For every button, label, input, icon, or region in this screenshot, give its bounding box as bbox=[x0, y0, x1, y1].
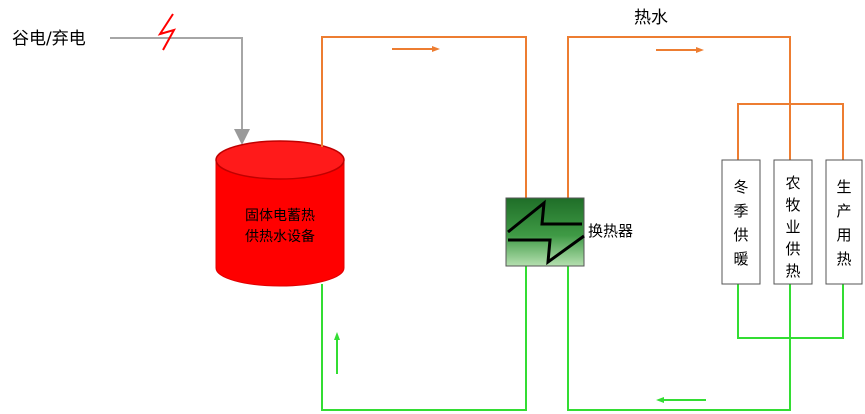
hot-pipe-manifold bbox=[737, 103, 844, 160]
heat-exchanger bbox=[505, 197, 585, 267]
consumer-agri-heating: 农 牧 业 供 热 bbox=[773, 159, 813, 285]
consumer-production-heat: 生 产 用 热 bbox=[825, 159, 863, 285]
flow-arrow-cold-2 bbox=[656, 397, 706, 403]
consumer-char: 供 bbox=[785, 240, 800, 258]
lightning-icon bbox=[157, 13, 177, 51]
consumer-char: 牧 bbox=[785, 196, 800, 214]
hot-pipe-left bbox=[321, 36, 527, 198]
flow-arrow-cold-1 bbox=[334, 332, 340, 374]
thermal-storage-tank bbox=[215, 140, 345, 287]
consumer-char: 暖 bbox=[733, 250, 748, 268]
cold-pipe-left bbox=[321, 266, 527, 411]
cold-pipe-manifold bbox=[737, 284, 844, 339]
cold-pipe-right bbox=[567, 266, 791, 411]
hot-water-label: 热水 bbox=[634, 8, 668, 28]
flow-arrow-hot-2 bbox=[656, 47, 704, 53]
consumer-char: 生 bbox=[836, 178, 851, 196]
consumer-char: 用 bbox=[836, 226, 851, 244]
flow-arrow-hot-1 bbox=[392, 46, 440, 52]
tank-label-line1: 固体电蓄热 bbox=[245, 208, 315, 224]
consumer-char: 产 bbox=[836, 202, 851, 220]
consumer-char: 业 bbox=[785, 218, 800, 236]
consumer-char: 季 bbox=[733, 202, 748, 220]
consumer-char: 热 bbox=[836, 250, 851, 268]
consumer-char: 热 bbox=[785, 262, 800, 280]
power-wire bbox=[110, 37, 250, 145]
power-source-label: 谷电/弃电 bbox=[12, 29, 86, 49]
tank-label-line2: 供热水设备 bbox=[245, 228, 315, 245]
consumer-char: 供 bbox=[733, 226, 748, 244]
hot-pipe-right bbox=[567, 36, 791, 198]
consumer-char: 农 bbox=[785, 174, 800, 192]
heat-exchanger-label: 换热器 bbox=[588, 222, 633, 240]
consumer-winter-heating: 冬 季 供 暖 bbox=[721, 159, 761, 285]
consumer-char: 冬 bbox=[733, 178, 748, 196]
